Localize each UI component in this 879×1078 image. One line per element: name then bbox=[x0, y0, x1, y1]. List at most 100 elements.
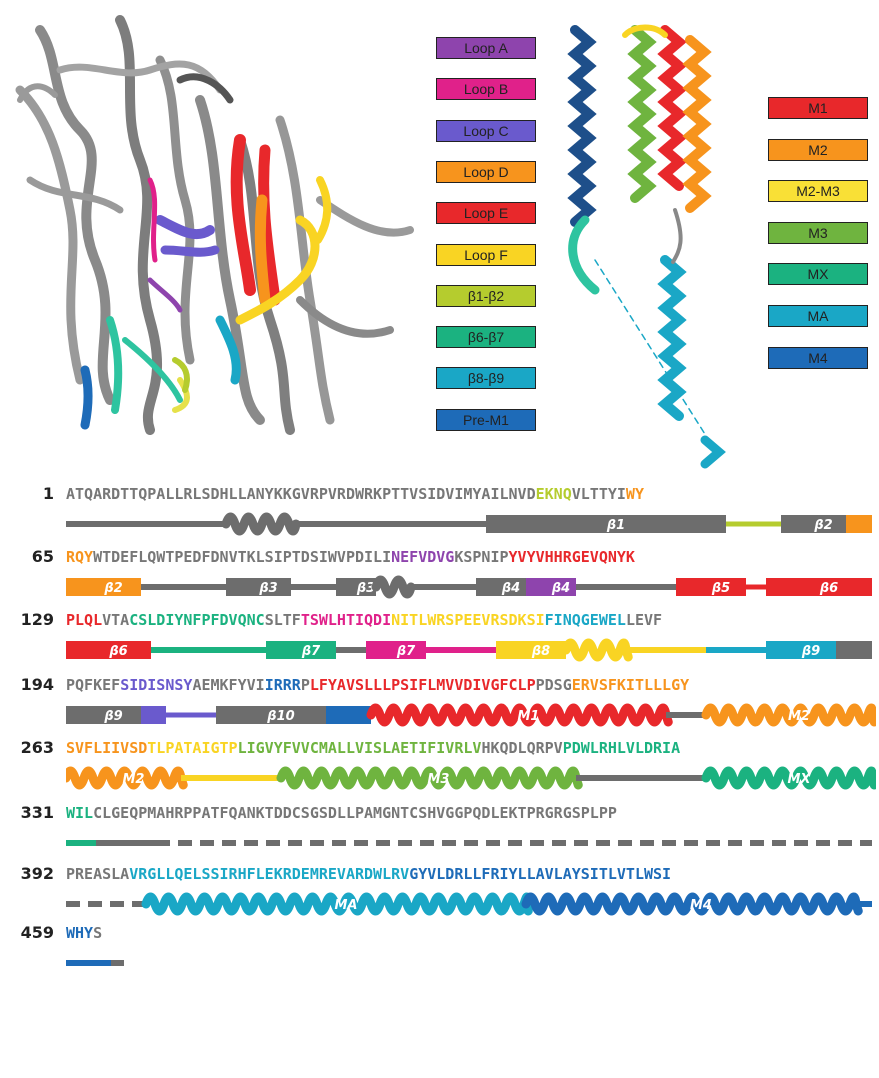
residue-number: 263 bbox=[0, 738, 54, 757]
secondary-structure-track bbox=[66, 825, 876, 861]
structure-label: β6 bbox=[108, 644, 127, 659]
sequence-line: PQFKEFSIDISNSYAEMKFYVIIRRRPLFYAVSLLLPSIF… bbox=[66, 675, 689, 695]
extracellular-domain-structure bbox=[0, 0, 430, 460]
legend-item: β1-β2 bbox=[436, 285, 536, 307]
helix-mark bbox=[226, 517, 296, 531]
sequence-segment: ERVSFKITLLLGY bbox=[572, 676, 689, 694]
coil-mark bbox=[296, 521, 486, 527]
legend-item: β6-β7 bbox=[436, 326, 536, 348]
legend-item: Pre-M1 bbox=[436, 409, 536, 431]
coil-mark bbox=[626, 647, 706, 653]
structure-label: β6 bbox=[819, 581, 838, 596]
legend-item: Loop F bbox=[436, 244, 536, 266]
structure-label: MX bbox=[788, 772, 812, 787]
coil-mark bbox=[856, 901, 872, 907]
structure-label: β9 bbox=[103, 709, 122, 724]
legend-item: M4 bbox=[768, 347, 868, 369]
legend-item: Loop B bbox=[436, 78, 536, 100]
sequence-segment: AEMKFYVI bbox=[192, 676, 264, 694]
residue-number: 194 bbox=[0, 675, 54, 694]
sequence-segment: LFYAVSLLLPSIFLMVVDIVGFCLP bbox=[310, 676, 536, 694]
structure-label: β7 bbox=[396, 644, 416, 659]
sequence-segment: PDSG bbox=[536, 676, 572, 694]
structure-label: β4 bbox=[501, 581, 520, 596]
coil-mark bbox=[291, 584, 336, 590]
secondary-structure-track: β1 β2 bbox=[66, 506, 876, 542]
legend-item: M2 bbox=[768, 139, 868, 161]
sequence-segment: PREASLA bbox=[66, 865, 129, 883]
residue-number: 1 bbox=[0, 484, 54, 503]
sequence-segment: N bbox=[247, 611, 256, 629]
sequence-segment: CLGEQPMAHRPPATFQANKTDDCSGSDLLPAMGNTCSHVG… bbox=[93, 804, 617, 822]
coil-mark bbox=[336, 647, 366, 653]
legend-item: M1 bbox=[768, 97, 868, 119]
coil-mark bbox=[151, 647, 266, 653]
secondary-structure-track: β6 β7 β7 β8 β9 bbox=[66, 632, 876, 668]
sequence-segment: PDWLRHLVLDRIA bbox=[563, 739, 680, 757]
structure-label: β1 bbox=[606, 518, 625, 533]
sequence-segment: YVYVHHRGEVQNYK bbox=[509, 548, 635, 566]
residue-number: 65 bbox=[0, 547, 54, 566]
legend-item: M2-M3 bbox=[768, 180, 868, 202]
sequence-segment: TSWLHTIQDI bbox=[301, 611, 391, 629]
secondary-structure-track: M2 M3 MX bbox=[66, 760, 876, 796]
structure-label: β3 bbox=[258, 581, 277, 596]
sequence-line: ATQARDTTQPALLRLSDHLLANYKKGVRPVRDWRKPTTVS… bbox=[66, 484, 644, 504]
helix-mark bbox=[376, 580, 411, 594]
sequence-segment: PLQL bbox=[66, 611, 102, 629]
sequence-segment: VRGLLQELSSIRHFLEKRDEMREVARDWLRV bbox=[129, 865, 409, 883]
coil-mark bbox=[141, 584, 226, 590]
sequence-segment: EKNQ bbox=[536, 485, 572, 503]
legend-item: β8-β9 bbox=[436, 367, 536, 389]
legend-item: Loop D bbox=[436, 161, 536, 183]
sequence-line: PLQLVTACSLDIYNFPFDVQNCSLTFTSWLHTIQDINITL… bbox=[66, 610, 662, 630]
structure-label: β9 bbox=[801, 644, 820, 659]
sequence-segment: VLTTYI bbox=[572, 485, 626, 503]
sequence-segment: HKQDLQRPV bbox=[481, 739, 562, 757]
sequence-segment: TLPATAIGTP bbox=[147, 739, 237, 757]
sequence-segment: S bbox=[93, 924, 102, 942]
structure-label: β2 bbox=[103, 581, 122, 596]
coil-mark bbox=[66, 960, 111, 966]
structure-label: M3 bbox=[428, 772, 450, 787]
coil-mark bbox=[66, 521, 226, 527]
secondary-structure-track bbox=[66, 945, 876, 981]
sequence-segment: ITLWRSPEEVRSDKSI bbox=[400, 611, 545, 629]
coil-mark bbox=[726, 522, 781, 527]
sequence-segment: WHY bbox=[66, 924, 93, 942]
legend-item: MA bbox=[768, 305, 868, 327]
coil-mark bbox=[426, 647, 496, 653]
sequence-line: WILCLGEQPMAHRPPATFQANKTDDCSGSDLLPAMGNTCS… bbox=[66, 803, 617, 823]
structure-label: β4 bbox=[551, 581, 570, 596]
sequence-line: WHYS bbox=[66, 923, 102, 943]
sequence-segment: VTA bbox=[102, 611, 129, 629]
legend-item: Loop A bbox=[436, 37, 536, 59]
coil-mark bbox=[181, 775, 281, 781]
coil-mark bbox=[576, 584, 676, 590]
coil-mark bbox=[166, 713, 216, 718]
coil-mark bbox=[411, 584, 476, 590]
legend-item: MX bbox=[768, 263, 868, 285]
structure-label: β2 bbox=[813, 518, 832, 533]
structure-label: β5 bbox=[711, 581, 730, 596]
coil-mark bbox=[706, 647, 766, 653]
coil-mark bbox=[66, 840, 96, 846]
transmembrane-domain-structure bbox=[555, 0, 755, 470]
sequence-segment: KSPNIP bbox=[454, 548, 508, 566]
structure-label: M2 bbox=[123, 772, 145, 787]
coil-mark bbox=[666, 712, 706, 718]
coil-mark bbox=[576, 775, 706, 781]
sequence-segment: CSLDIYNFPFDVQ bbox=[129, 611, 246, 629]
sequence-segment: VTKLSIPTDSIWVPDILI bbox=[229, 548, 392, 566]
coil-mark bbox=[111, 960, 124, 966]
structure-label: β8 bbox=[531, 644, 550, 659]
sequence-segment: PQFKEF bbox=[66, 676, 120, 694]
sequence-segment: ATQARDTTQPALLRLSDHLLANYKKGVRPVRDWRKPTTVS… bbox=[66, 485, 536, 503]
sequence-segment: SIDISNSY bbox=[120, 676, 192, 694]
structure-label: β7 bbox=[301, 644, 321, 659]
strand-mark bbox=[836, 641, 872, 659]
residue-number: 459 bbox=[0, 923, 54, 942]
sequence-segment: P bbox=[301, 676, 310, 694]
structure-label: M4 bbox=[690, 898, 712, 913]
sequence-segment: WTDEFLQWTPEDFD bbox=[93, 548, 219, 566]
